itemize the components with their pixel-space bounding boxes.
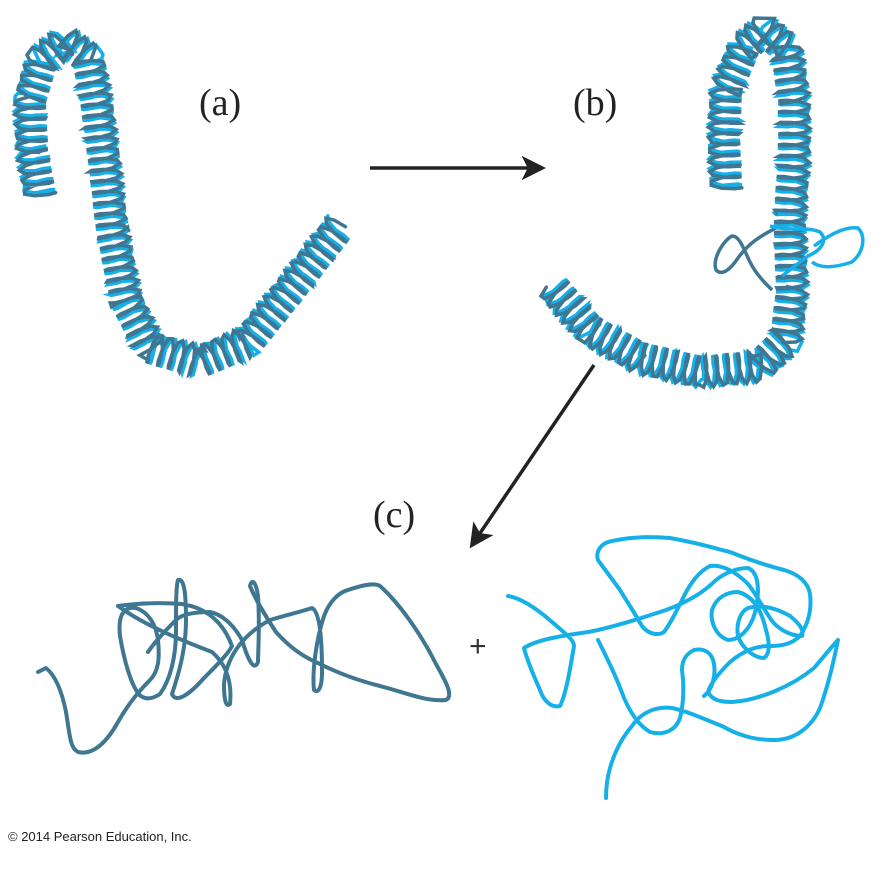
plus-sign: +: [469, 630, 487, 663]
helix-a-strand-dark: [11, 27, 349, 379]
arrow-b-to-c: [469, 364, 596, 549]
double-helix-a: [11, 27, 351, 379]
partially-denatured-helix-b: [538, 16, 865, 391]
panel-label-c: (c): [373, 494, 416, 536]
panel-label-b: (b): [573, 82, 618, 124]
unwound-loop-light: [769, 224, 865, 278]
panel-label-a: (a): [199, 82, 242, 124]
copyright-notice: © 2014 Pearson Education, Inc.: [8, 829, 192, 844]
unwound-loop-dark: [713, 226, 777, 292]
helix-a-strand-light: [11, 29, 351, 379]
single-strand-dark: [36, 577, 452, 755]
single-strand-light: [506, 535, 840, 800]
helix-b-strand-dark: [538, 16, 814, 390]
helix-b-strand-light: [540, 17, 814, 391]
